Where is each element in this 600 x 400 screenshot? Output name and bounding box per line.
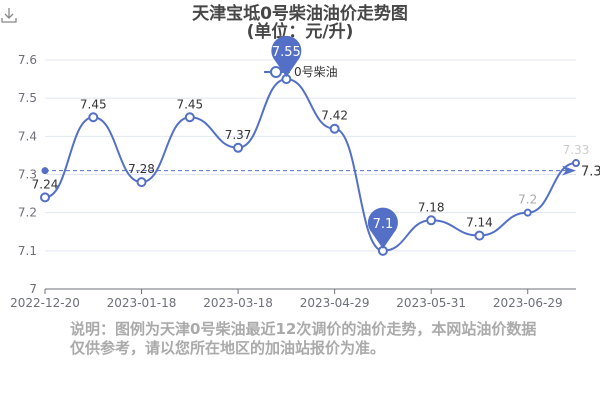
data-point (329, 123, 340, 134)
chart-subtitle: (单位：元/升) (246, 22, 354, 42)
data-point (523, 208, 532, 217)
data-label: 7.28 (128, 162, 155, 176)
download-icon[interactable] (0, 6, 18, 24)
data-label: 7.45 (176, 97, 203, 111)
average-label: 7.3 (581, 165, 600, 180)
max-marker-pin (271, 35, 302, 78)
data-label: 7.42 (321, 109, 348, 123)
min-marker-pin (367, 207, 398, 249)
legend-line-icon (264, 65, 290, 78)
y-tick-label: 7.3 (18, 168, 37, 182)
x-tick-label: 2022-12-20 (10, 296, 80, 310)
y-tick-label: 7.1 (18, 244, 37, 258)
data-point (474, 230, 485, 241)
data-point (572, 159, 580, 168)
footnote: 说明：图例为天津0号柴油最近12次调价的油价走势，本网站油价数据仅供参考，请以您… (70, 320, 537, 357)
data-point (233, 142, 244, 153)
legend-label: 0号柴油 (294, 65, 338, 79)
data-point (184, 112, 195, 123)
legend-item[interactable]: 0号柴油 (264, 63, 338, 80)
x-tick-label: 2023-03-18 (203, 296, 273, 310)
x-tick-label: 2023-06-29 (493, 296, 563, 310)
data-label: 7.24 (32, 177, 59, 191)
data-point (88, 112, 99, 123)
data-point (40, 192, 50, 203)
data-label: 7.45 (80, 97, 107, 111)
x-tick-label: 2023-05-31 (396, 296, 466, 310)
y-tick-label: 7.2 (18, 206, 37, 220)
x-tick-label: 2023-04-29 (300, 296, 370, 310)
data-label: 7.2 (518, 193, 537, 207)
y-tick-label: 7.5 (18, 91, 37, 105)
series-line (44, 78, 577, 252)
y-tick-label: 7 (29, 282, 37, 296)
y-tick-label: 7.6 (18, 53, 37, 67)
x-tick-label: 2023-01-18 (107, 296, 177, 310)
data-point (136, 177, 147, 188)
data-label: 7.37 (225, 128, 252, 142)
data-label: 7.33 (563, 143, 590, 157)
average-start-dot (41, 167, 49, 175)
data-point (426, 215, 437, 226)
y-tick-label: 7.4 (18, 129, 37, 143)
min-marker-label: 7.1 (373, 217, 394, 232)
data-label: 7.18 (418, 200, 445, 214)
data-label: 7.14 (466, 216, 493, 230)
chart-title: 天津宝坻0号柴油油价走势图 (192, 4, 408, 24)
max-marker-label: 7.55 (272, 45, 301, 60)
